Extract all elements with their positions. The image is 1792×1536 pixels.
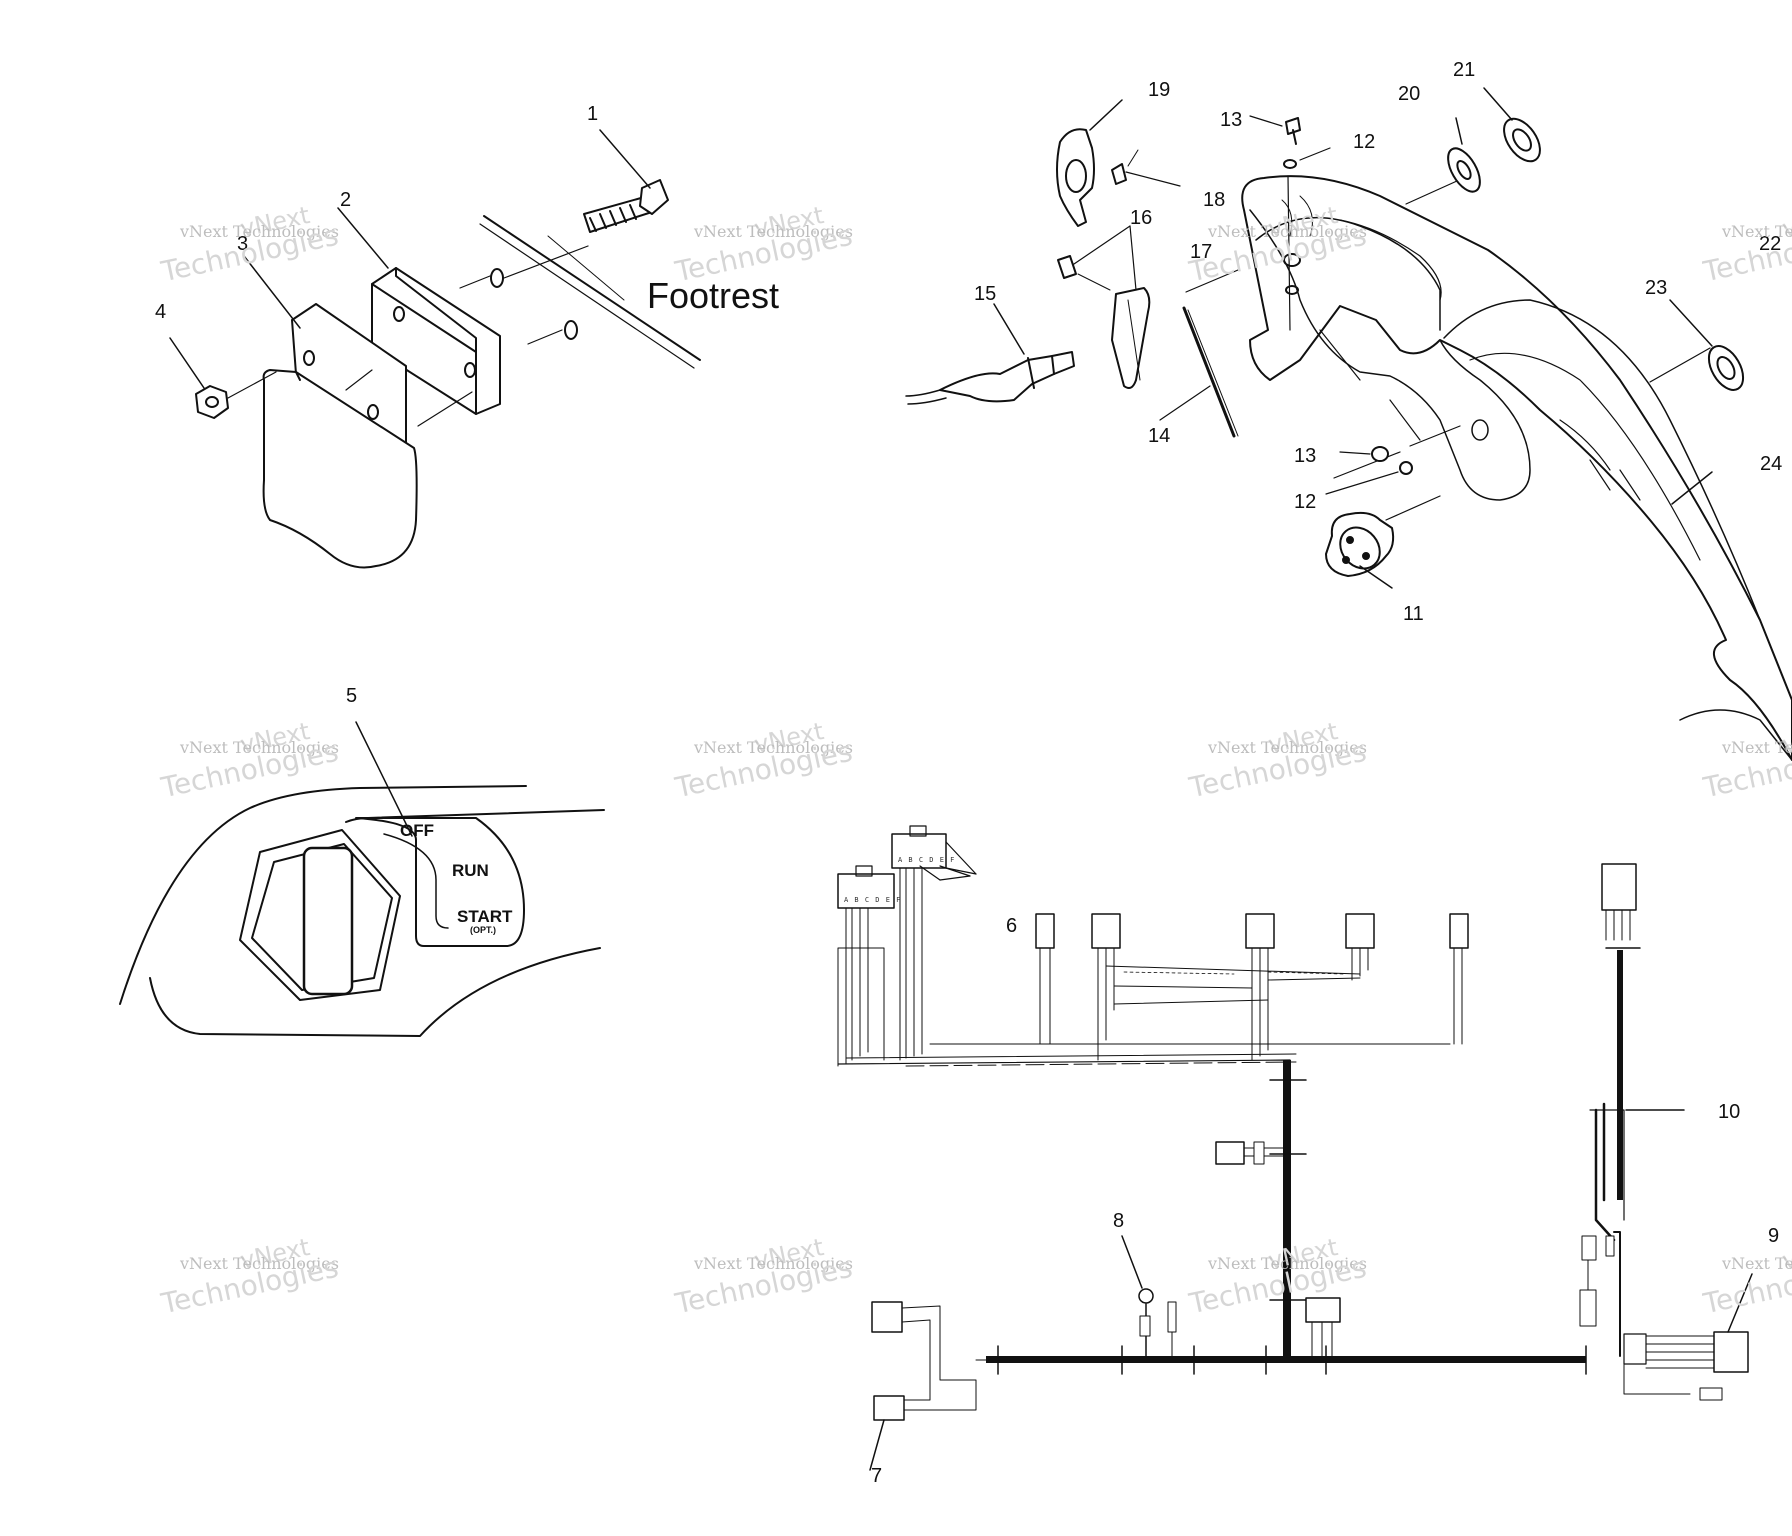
callout-17: 17: [1190, 241, 1213, 263]
lever-16: [1057, 225, 1151, 389]
switch-run-label: RUN: [452, 861, 489, 880]
connector-pin-labels: A B C D E F: [844, 896, 902, 904]
connector-row: [1035, 913, 1469, 1061]
callout-16: 16: [1130, 207, 1153, 229]
footrest-pad: [243, 255, 473, 569]
callout-6: 6: [1006, 915, 1018, 937]
callout-9: 9: [1768, 1225, 1780, 1247]
callout-15: 15: [974, 283, 997, 305]
key-switch-panel: [119, 721, 605, 1037]
switch-off-label: OFF: [400, 821, 434, 840]
plug-7: [869, 1301, 987, 1471]
callout-3: 3: [237, 233, 249, 255]
switch-opt-label: (OPT.): [470, 925, 496, 935]
callout-13b: 13: [1294, 445, 1317, 467]
footrest-assembly: [169, 129, 701, 569]
callout-22: 22: [1759, 233, 1782, 255]
grommet-23: [1669, 299, 1745, 391]
callout-24: 24: [1760, 453, 1783, 475]
washer: [490, 268, 504, 288]
connector-9: [1623, 1273, 1753, 1401]
callout-18: 18: [1203, 189, 1226, 211]
washer: [564, 320, 578, 340]
callout-20: 20: [1398, 83, 1421, 105]
callout-12a: 12: [1353, 131, 1376, 153]
callout-11: 11: [1403, 603, 1424, 625]
sub-harness-10: [1579, 863, 1685, 1357]
spacer-block: [337, 207, 501, 415]
callout-8: 8: [1113, 1210, 1125, 1232]
callout-19: 19: [1148, 79, 1171, 101]
bracket-19: [1056, 99, 1181, 227]
callout-1: 1: [587, 103, 599, 125]
callout-10: 10: [1718, 1101, 1741, 1123]
connector-pin-labels: A B C D E F: [898, 856, 956, 864]
screw-13: [1249, 115, 1331, 331]
nut: [169, 337, 277, 419]
switch-start-label: START: [457, 907, 513, 926]
callout-21: 21: [1453, 59, 1476, 81]
harness-connector: [891, 833, 947, 869]
callout-23: 23: [1645, 277, 1668, 299]
switch-15: [905, 303, 1075, 405]
callout-14: 14: [1148, 425, 1171, 447]
handlebar-assembly: [1241, 175, 1792, 761]
rod-14: [1159, 269, 1239, 438]
footrest-label: Footrest: [647, 275, 780, 316]
ring-terminal-8: [1121, 1235, 1177, 1357]
bolt: [583, 129, 669, 233]
harness-connector: [837, 873, 895, 909]
screw-13-lower: [1325, 446, 1413, 495]
wiring-harness: [837, 825, 1753, 1471]
callout-12b: 12: [1294, 491, 1317, 513]
ignition-knob: [239, 829, 401, 1001]
callout-13a: 13: [1220, 109, 1243, 131]
connector-11: [1325, 495, 1441, 589]
callout-7: 7: [871, 1465, 883, 1487]
washer-12: [1283, 159, 1297, 169]
callout-4: 4: [155, 301, 167, 323]
callout-5: 5: [346, 685, 358, 707]
grommet-21: [1483, 87, 1541, 163]
washer-20: [1447, 117, 1481, 193]
callout-2: 2: [340, 189, 352, 211]
